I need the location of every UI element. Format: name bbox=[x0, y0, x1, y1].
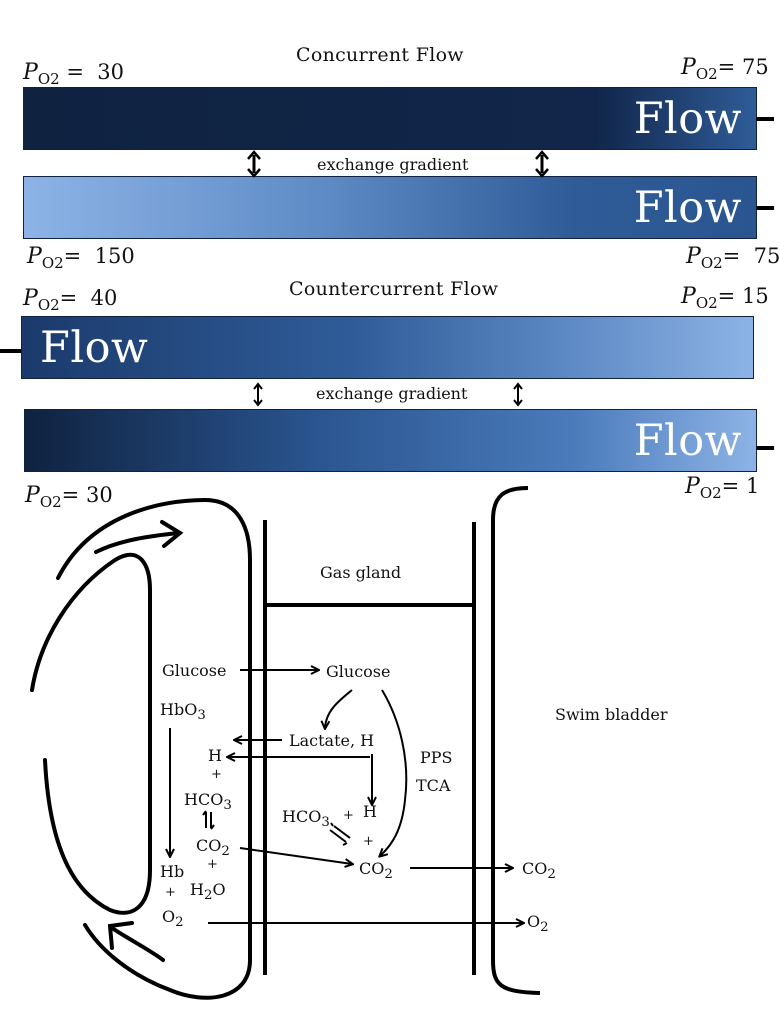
arrow-icon bbox=[107, 921, 165, 962]
flow-direction-tick bbox=[756, 206, 774, 210]
plus-sign: + bbox=[211, 767, 222, 782]
hco3-cell-label: HCO3 bbox=[282, 807, 330, 831]
plus-sign: + bbox=[207, 857, 218, 872]
swim-bladder-label: Swim bladder bbox=[555, 705, 668, 724]
po2-label-countercurrent-top-left: PO2= 40 bbox=[23, 286, 118, 315]
pps-label: PPS bbox=[420, 748, 453, 767]
o2-bladder-label: O2 bbox=[527, 912, 549, 936]
flow-label: Flow bbox=[633, 183, 742, 233]
hbo3-label: HbO3 bbox=[160, 700, 206, 724]
gas-gland-walls bbox=[263, 520, 476, 975]
reaction-arrows bbox=[170, 670, 523, 923]
h2o-label: H2O bbox=[190, 880, 226, 904]
hb-label: Hb bbox=[160, 862, 185, 881]
countercurrent-bottom-flow-bar: Flow bbox=[24, 409, 757, 472]
flow-direction-tick bbox=[756, 117, 774, 121]
po2-label-concurrent-top-right: PO2= 75 bbox=[681, 55, 769, 84]
equilibrium-arrow-icon bbox=[329, 822, 351, 846]
plus-sign: + bbox=[363, 834, 374, 849]
swim-bladder-wall bbox=[491, 486, 541, 995]
po2-label-concurrent-top-left: PO2 = 30 bbox=[23, 60, 125, 89]
exchange-gradient-label: exchange gradient bbox=[316, 384, 468, 403]
concurrent-top-flow-bar: Flow bbox=[23, 87, 757, 150]
flow-label: Flow bbox=[633, 94, 742, 144]
h-cell-label: H bbox=[363, 802, 377, 821]
plus-sign: + bbox=[343, 808, 354, 823]
po2-label-countercurrent-top-right: PO2= 15 bbox=[681, 284, 769, 313]
arrow-icon bbox=[94, 520, 184, 554]
concurrent-flow-title: Concurrent Flow bbox=[296, 44, 464, 66]
concurrent-bottom-flow-bar: Flow bbox=[23, 176, 757, 239]
flow-label: Flow bbox=[633, 416, 742, 466]
po2-label-concurrent-bottom-right: PO2= 75 bbox=[686, 244, 780, 273]
flow-direction-tick bbox=[0, 349, 28, 353]
co2-bladder-label: CO2 bbox=[522, 859, 556, 883]
double-arrow-icon bbox=[513, 382, 523, 407]
po2-label-concurrent-bottom-left: PO2= 150 bbox=[27, 244, 135, 273]
plus-sign: + bbox=[165, 885, 176, 900]
equilibrium-arrow-icon bbox=[202, 810, 215, 830]
tca-label: TCA bbox=[416, 776, 451, 795]
co2-cell-label: CO2 bbox=[359, 859, 393, 883]
countercurrent-top-flow-bar: Flow bbox=[21, 316, 754, 379]
flow-label: Flow bbox=[40, 323, 149, 373]
flow-direction-tick bbox=[756, 446, 774, 450]
hco3-blood-label: HCO3 bbox=[184, 790, 232, 814]
exchange-gradient-label: exchange gradient bbox=[317, 155, 469, 174]
countercurrent-flow-title: Countercurrent Flow bbox=[289, 278, 499, 300]
co2-blood-label: CO2 bbox=[196, 836, 230, 860]
po2-label-countercurrent-bottom-left: PO2= 30 bbox=[25, 483, 113, 512]
po2-label-countercurrent-bottom-right: PO2= 1 bbox=[685, 474, 760, 503]
double-arrow-icon bbox=[253, 382, 263, 407]
o2-blood-label: O2 bbox=[162, 907, 184, 931]
glucose-blood-label: Glucose bbox=[162, 661, 227, 680]
lactate-label: Lactate, H bbox=[289, 731, 375, 750]
blood-vessel-loop bbox=[30, 497, 252, 1000]
h-blood-label: H bbox=[208, 746, 222, 765]
double-arrow-icon bbox=[535, 150, 549, 178]
gas-gland-label: Gas gland bbox=[320, 563, 402, 582]
glucose-cell-label: Glucose bbox=[326, 662, 391, 681]
double-arrow-icon bbox=[247, 150, 261, 178]
